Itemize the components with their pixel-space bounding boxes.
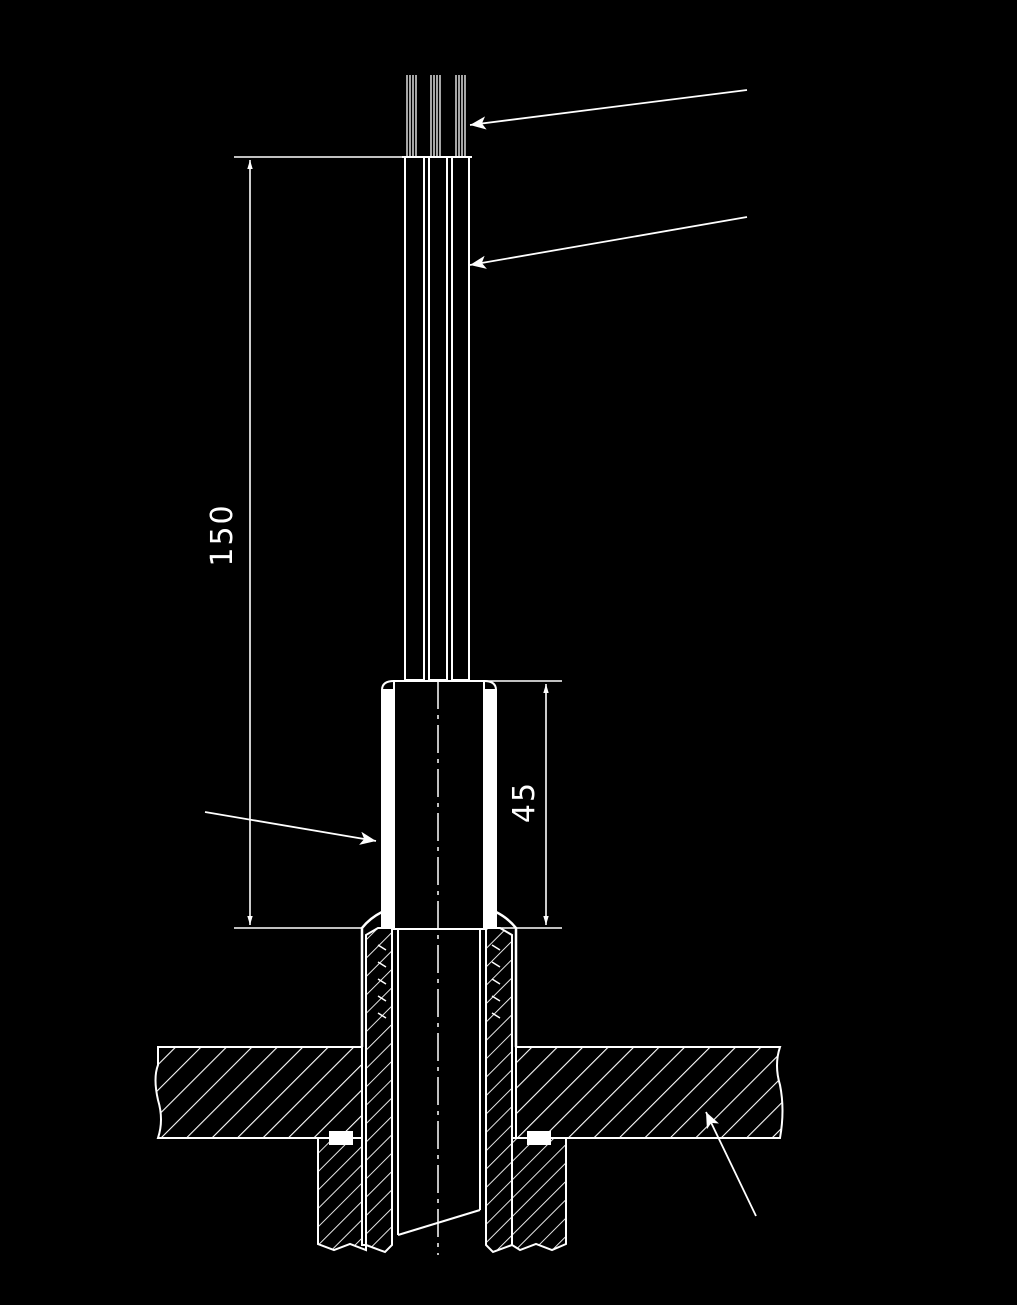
dimension-150-label: 150 bbox=[205, 503, 240, 566]
leader-sleeve bbox=[204, 811, 377, 845]
gland-body bbox=[365, 927, 513, 1254]
lower-nut bbox=[317, 1131, 567, 1252]
leader-plate bbox=[705, 1111, 757, 1217]
protective-sleeve bbox=[360, 680, 518, 1047]
leader-lines bbox=[204, 89, 757, 1217]
dimension-150 bbox=[234, 156, 402, 929]
wire-strands bbox=[402, 75, 472, 158]
leader-conductors bbox=[469, 89, 748, 130]
center-bore bbox=[397, 681, 481, 1255]
dimension-45-label: 45 bbox=[507, 781, 542, 823]
insulated-leads bbox=[404, 156, 470, 681]
mounting-plate bbox=[154, 1046, 784, 1139]
leader-insulation bbox=[469, 216, 748, 269]
dimension-45 bbox=[484, 680, 562, 929]
